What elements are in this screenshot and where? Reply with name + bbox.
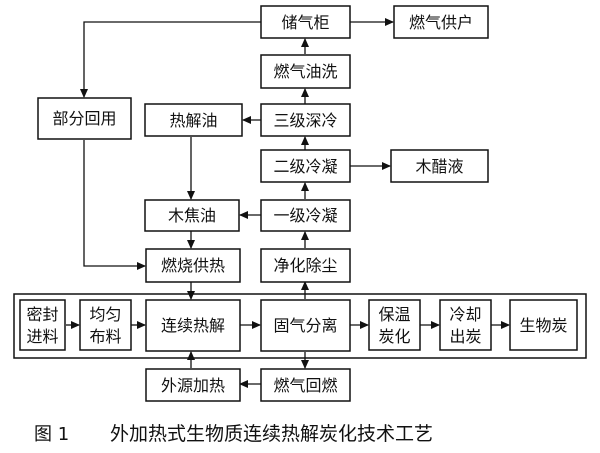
node-storage-label: 储气柜 <box>281 13 329 32</box>
node-wash-label: 燃气油洗 <box>273 62 337 81</box>
node-biochar-label: 生物炭 <box>519 316 567 335</box>
node-sep-label: 固气分离 <box>273 316 337 335</box>
node-pyoil-label: 热解油 <box>169 111 217 130</box>
node-tar-label: 木焦油 <box>168 206 216 225</box>
node-even-label-2: 布料 <box>89 327 121 346</box>
node-burn: 燃烧供热 <box>145 248 241 283</box>
node-cool-label-2: 出炭 <box>449 327 481 346</box>
node-even-label-1: 均匀 <box>89 305 121 324</box>
node-vinegar: 木醋液 <box>390 149 489 183</box>
node-tri: 三级深冷 <box>260 103 351 137</box>
node-pyoil: 热解油 <box>144 103 243 137</box>
node-reburn: 燃气回燃 <box>260 368 351 402</box>
arrow-storage-to-recycle <box>80 21 261 98</box>
process-row-frame <box>13 293 587 359</box>
node-seal-label-1: 密封 <box>26 305 58 324</box>
figure-caption: 外加热式生物质连续热解炭化技术工艺 <box>110 423 433 445</box>
connectors <box>66 18 510 388</box>
node-recycle-label: 部分回用 <box>52 109 116 128</box>
node-tar: 木焦油 <box>144 199 240 232</box>
node-keep: 保温 炭化 <box>368 299 421 351</box>
arrow-recycle-to-burn <box>83 140 146 270</box>
node-bi: 二级冷凝 <box>260 149 351 183</box>
node-seal: 密封 进料 <box>19 299 66 351</box>
node-user-label: 燃气供户 <box>409 13 473 32</box>
node-cool: 冷却 出炭 <box>439 299 492 351</box>
node-vinegar-label: 木醋液 <box>415 157 463 176</box>
node-bi-label: 二级冷凝 <box>273 157 337 176</box>
node-wash: 燃气油洗 <box>260 54 351 89</box>
node-extheat: 外源加热 <box>145 368 241 402</box>
node-sep: 固气分离 <box>260 299 351 352</box>
node-seal-label-2: 进料 <box>26 327 58 346</box>
node-burn-label: 燃烧供热 <box>161 256 225 275</box>
node-keep-label-1: 保温 <box>378 305 410 324</box>
node-extheat-label: 外源加热 <box>161 376 225 395</box>
node-pyro-label: 连续热解 <box>161 316 225 335</box>
node-purify: 净化除尘 <box>260 248 351 283</box>
node-keep-label-2: 炭化 <box>378 327 410 346</box>
node-cool-label-1: 冷却 <box>449 305 481 324</box>
node-recycle: 部分回用 <box>37 97 132 140</box>
node-storage: 储气柜 <box>260 5 351 39</box>
node-purify-label: 净化除尘 <box>273 256 337 275</box>
node-tri-label: 三级深冷 <box>273 111 337 130</box>
node-biochar: 生物炭 <box>509 299 578 351</box>
node-user: 燃气供户 <box>393 5 489 39</box>
figure-number: 图 1 <box>34 424 69 445</box>
node-uni-label: 一级冷凝 <box>273 206 337 225</box>
node-pyro: 连续热解 <box>145 299 241 352</box>
node-reburn-label: 燃气回燃 <box>273 376 337 395</box>
node-even: 均匀 布料 <box>79 299 132 351</box>
node-uni: 一级冷凝 <box>260 199 351 232</box>
